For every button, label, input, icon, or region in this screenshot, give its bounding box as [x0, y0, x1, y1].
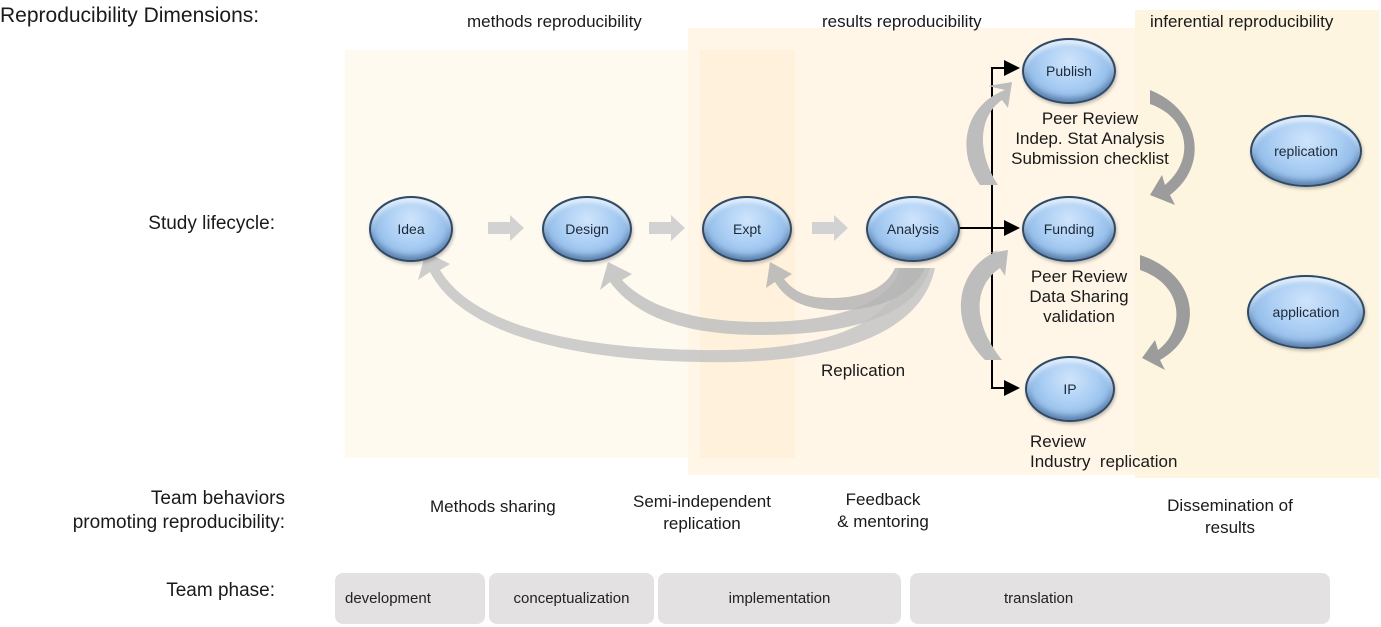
- node-idea[interactable]: Idea: [369, 196, 453, 262]
- behaviors-row-label-line1: Team behaviors: [150, 488, 285, 509]
- lifecycle-row-label: Study lifecycle:: [148, 213, 275, 234]
- node-application[interactable]: application: [1247, 275, 1365, 349]
- node-expt[interactable]: Expt: [702, 196, 792, 262]
- ip-notes: Review Industry replication: [1030, 432, 1177, 472]
- behavior-dissemination: Dissemination of results: [1150, 495, 1310, 539]
- methods-reproducibility-label: methods reproducibility: [467, 12, 642, 31]
- arrow-design-to-expt-icon: [649, 215, 685, 241]
- publish-note-3: Submission checklist: [1011, 149, 1169, 168]
- funding-review-cycle-icon: [960, 250, 1190, 370]
- phase-development: development: [335, 573, 485, 624]
- funding-note-2: Data Sharing: [1029, 287, 1129, 306]
- node-funding[interactable]: Funding: [1022, 196, 1116, 262]
- publish-note-1: Peer Review: [1041, 109, 1139, 128]
- behavior-semi-independent-line2: replication: [663, 514, 741, 533]
- replication-arrow-to-expt-icon: [766, 262, 925, 311]
- phase-conceptualization-label: conceptualization: [513, 590, 630, 607]
- dimensions-row-label: Reproducibility Dimensions:: [0, 4, 260, 27]
- behavior-dissemination-line2: results: [1204, 518, 1256, 537]
- behaviors-row-label-line2: promoting reproducibility:: [72, 512, 285, 533]
- inferential-reproducibility-label: inferential reproducibility: [1150, 12, 1334, 31]
- replication-arrow-to-idea-icon: [418, 252, 935, 363]
- behavior-methods-sharing: Methods sharing: [430, 497, 556, 516]
- ip-note-2: Industry replication: [1030, 452, 1178, 471]
- replication-arrow-to-design-icon: [600, 262, 930, 335]
- funding-note-1: Peer Review: [1030, 267, 1128, 286]
- arrow-expt-to-analysis-icon: [812, 215, 848, 241]
- node-publish[interactable]: Publish: [1022, 38, 1116, 104]
- phase-development-label: development: [345, 590, 431, 607]
- arrow-idea-to-design-icon: [488, 215, 524, 241]
- funding-note-3: validation: [1043, 307, 1115, 326]
- behavior-semi-independent-line1: Semi-independent: [633, 492, 771, 511]
- publish-note-2: Indep. Stat Analysis: [1015, 129, 1165, 148]
- publish-review-cycle-icon: [966, 82, 1195, 205]
- results-reproducibility-label: results reproducibility: [822, 12, 982, 31]
- node-replication[interactable]: replication: [1250, 115, 1362, 187]
- replication-loop-label: Replication: [821, 361, 906, 380]
- behavior-dissemination-line1: Dissemination of: [1167, 496, 1293, 515]
- phase-implementation: implementation: [658, 573, 901, 624]
- behavior-semi-independent-replication: Semi-independent replication: [622, 491, 782, 535]
- node-analysis[interactable]: Analysis: [866, 196, 960, 262]
- ip-note-1: Review: [1030, 432, 1086, 451]
- phase-implementation-label: implementation: [728, 590, 831, 607]
- funding-notes: Peer Review Data Sharing validation: [1016, 267, 1142, 327]
- behavior-feedback-line2: & mentoring: [837, 512, 929, 531]
- phase-row-label: Team phase:: [166, 580, 275, 601]
- phase-translation-label: translation: [1004, 590, 1074, 607]
- phase-translation: translation: [910, 573, 1330, 624]
- behavior-feedback-line1: Feedback: [845, 490, 921, 509]
- phase-conceptualization: conceptualization: [489, 573, 654, 624]
- behaviors-row-label: Team behaviors promoting reproducibility…: [73, 487, 285, 535]
- node-design[interactable]: Design: [542, 196, 632, 262]
- publish-notes: Peer Review Indep. Stat Analysis Submiss…: [1000, 109, 1180, 169]
- node-ip[interactable]: IP: [1025, 356, 1115, 422]
- behavior-feedback-mentoring: Feedback & mentoring: [833, 489, 933, 533]
- inferential-region: [1135, 10, 1379, 478]
